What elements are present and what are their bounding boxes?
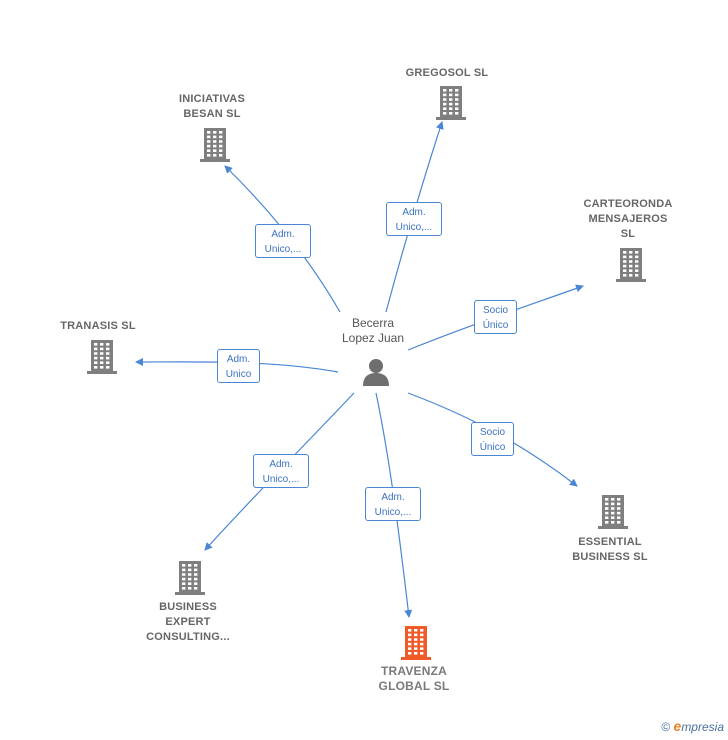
relation-badge-tranasis[interactable]: Adm. Unico <box>217 349 260 383</box>
copyright-symbol: © <box>661 720 671 734</box>
building-icon[interactable] <box>86 340 118 374</box>
company-name-travenza[interactable]: TRAVENZA GLOBAL SL <box>378 664 450 693</box>
building-icon[interactable] <box>435 86 467 120</box>
company-name-essential[interactable]: ESSENTIAL BUSINESS SL <box>572 536 648 563</box>
brand-logo: © empresia <box>661 718 724 734</box>
relation-badge-carteoronda[interactable]: Socio Único <box>474 300 517 334</box>
company-name-business[interactable]: BUSINESS EXPERT CONSULTING... <box>146 601 230 643</box>
company-name-carteoronda[interactable]: CARTEORONDA MENSAJEROS SL <box>583 198 673 240</box>
relation-badge-essential[interactable]: Socio Único <box>471 422 514 456</box>
building-icon[interactable] <box>174 561 206 595</box>
building-icon[interactable] <box>615 248 647 282</box>
relation-badge-iniciativas[interactable]: Adm. Unico,... <box>255 224 311 258</box>
brand-initial: e <box>673 718 682 734</box>
relation-badge-gregosol[interactable]: Adm. Unico,... <box>386 202 442 236</box>
company-name-iniciativas[interactable]: INICIATIVAS BESAN SL <box>179 93 245 120</box>
company-name-tranasis[interactable]: TRANASIS SL <box>60 320 136 332</box>
relation-badge-travenza[interactable]: Adm. Unico,... <box>365 487 421 521</box>
company-name-gregosol[interactable]: GREGOSOL SL <box>405 67 489 79</box>
person-name[interactable]: Becerra Lopez Juan <box>341 316 405 345</box>
relation-badge-business[interactable]: Adm. Unico,... <box>253 454 309 488</box>
building-icon[interactable] <box>597 495 629 529</box>
brand-name: mpresia <box>681 720 724 734</box>
person-icon[interactable] <box>361 358 391 386</box>
building-icon[interactable] <box>400 626 432 660</box>
building-icon[interactable] <box>199 128 231 162</box>
